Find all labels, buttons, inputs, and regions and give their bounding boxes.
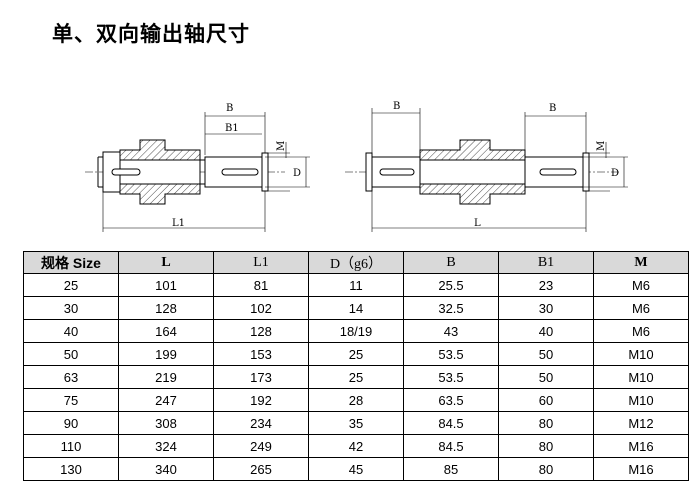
table-cell: 101 [118, 273, 214, 297]
table-cell: 234 [213, 411, 309, 435]
table-cell: M12 [593, 411, 689, 435]
header-l: L [118, 251, 214, 274]
table-cell: 14 [308, 296, 404, 320]
table-cell: 219 [118, 365, 214, 389]
table-cell: 40 [498, 319, 594, 343]
table-cell: 53.5 [403, 342, 499, 366]
table-cell: 173 [213, 365, 309, 389]
table-cell: 18/19 [308, 319, 404, 343]
table-cell: 81 [213, 273, 309, 297]
table-cell: M6 [593, 319, 689, 343]
table-cell: 25 [308, 365, 404, 389]
label-left-b: B [226, 103, 233, 114]
label-right-l: L [474, 218, 481, 229]
label-left-d: D [293, 168, 301, 179]
table-cell: 130 [23, 457, 119, 481]
table-cell: 80 [498, 457, 594, 481]
page-title: 单、双向输出轴尺寸 [52, 22, 250, 46]
table-cell: 308 [118, 411, 214, 435]
table-cell: 28 [308, 388, 404, 412]
table-cell: 84.5 [403, 411, 499, 435]
table-cell: 25 [23, 273, 119, 297]
table-cell: 60 [498, 388, 594, 412]
table-cell: 340 [118, 457, 214, 481]
table-cell: 153 [213, 342, 309, 366]
table-cell: M16 [593, 434, 689, 458]
label-right-b-left: B [393, 101, 400, 112]
label-right-m: M [596, 141, 607, 151]
table-cell: 63.5 [403, 388, 499, 412]
label-left-b1: B1 [225, 123, 239, 134]
table-cell: 25 [308, 342, 404, 366]
table-cell: 265 [213, 457, 309, 481]
label-right-b-right: B [549, 103, 556, 114]
table-cell: 128 [118, 296, 214, 320]
table-cell: 53.5 [403, 365, 499, 389]
table-cell: 23 [498, 273, 594, 297]
label-right-d: D [611, 168, 619, 179]
header-b: B [403, 251, 499, 274]
table-cell: 192 [213, 388, 309, 412]
table-cell: 84.5 [403, 434, 499, 458]
table-cell: 32.5 [403, 296, 499, 320]
table-cell: 249 [213, 434, 309, 458]
table-cell: M16 [593, 457, 689, 481]
header-b1: B1 [498, 251, 594, 274]
table-cell: 90 [23, 411, 119, 435]
table-cell: 50 [498, 342, 594, 366]
table-cell: 199 [118, 342, 214, 366]
table-cell: 324 [118, 434, 214, 458]
table-cell: 50 [498, 365, 594, 389]
label-left-l1: L1 [172, 218, 185, 229]
table-cell: M6 [593, 273, 689, 297]
header-d: D（g6） [308, 251, 404, 274]
table-cell: 247 [118, 388, 214, 412]
table-cell: 50 [23, 342, 119, 366]
single-output-shaft-drawing [85, 112, 310, 232]
table-cell: 75 [23, 388, 119, 412]
table-cell: 63 [23, 365, 119, 389]
header-l1: L1 [213, 251, 309, 274]
table-cell: 45 [308, 457, 404, 481]
table-cell: 11 [308, 273, 404, 297]
table-header-row: 规格 Size L L1 D（g6） B B1 M [23, 251, 689, 274]
table-cell: 85 [403, 457, 499, 481]
table-cell: 35 [308, 411, 404, 435]
table-cell: 43 [403, 319, 499, 343]
table-cell: 30 [498, 296, 594, 320]
table-cell: 30 [23, 296, 119, 320]
table-cell: M10 [593, 365, 689, 389]
table-cell: 25.5 [403, 273, 499, 297]
table-cell: 42 [308, 434, 404, 458]
table-cell: 110 [23, 434, 119, 458]
table-cell: 128 [213, 319, 309, 343]
double-output-shaft-drawing [345, 108, 628, 232]
label-left-m: M [276, 141, 287, 151]
table-cell: 102 [213, 296, 309, 320]
table-cell: M6 [593, 296, 689, 320]
header-m: M [593, 251, 689, 274]
header-size: 规格 Size [23, 251, 119, 274]
table-cell: 164 [118, 319, 214, 343]
table-cell: 40 [23, 319, 119, 343]
table-cell: M10 [593, 342, 689, 366]
shaft-dimension-drawing: B B1 M D L1 B [85, 101, 628, 232]
table-cell: 80 [498, 434, 594, 458]
table-cell: 80 [498, 411, 594, 435]
table-cell: M10 [593, 388, 689, 412]
